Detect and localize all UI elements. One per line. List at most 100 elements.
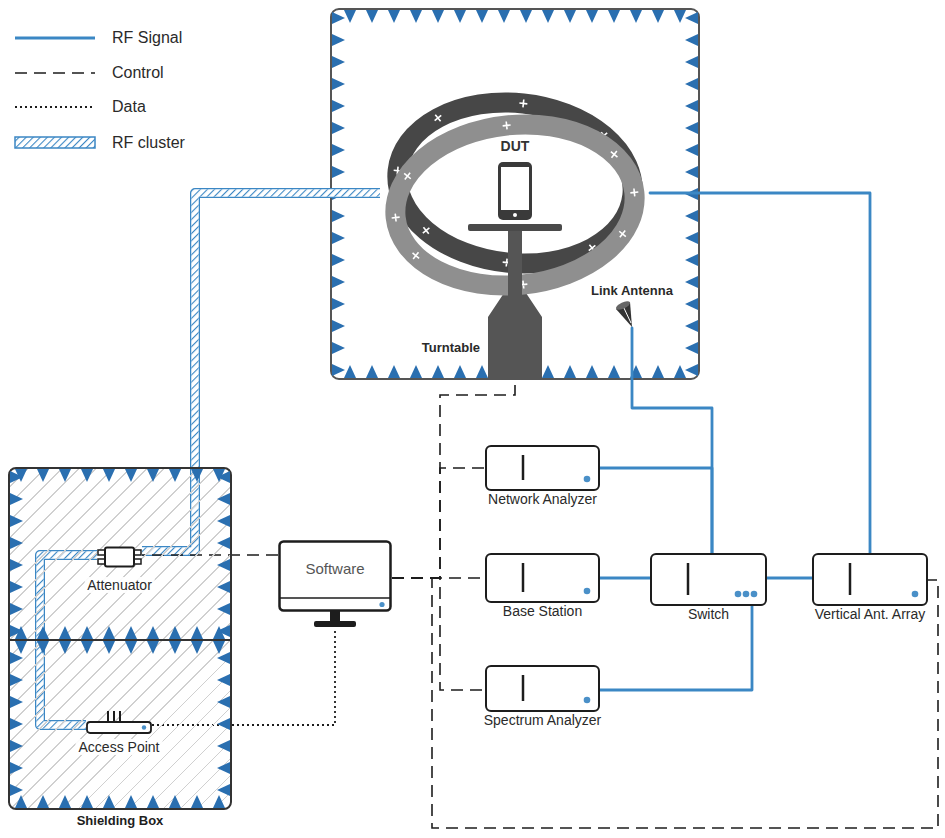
absorber-cone <box>125 795 137 808</box>
instrument-face <box>814 555 925 603</box>
absorber-cone <box>103 641 115 654</box>
absorber-cone <box>332 100 345 112</box>
display-slot <box>687 563 690 595</box>
dut-positioner: DUT <box>380 88 650 300</box>
node-label: Network Analyzer <box>488 491 597 507</box>
absorber-cone <box>10 537 23 549</box>
label-holder: RF cluster <box>112 133 185 153</box>
absorber-cone <box>685 298 698 310</box>
absorber-cone <box>564 10 576 23</box>
absorber-cone <box>10 603 23 615</box>
absorber-cone <box>147 641 159 654</box>
absorber-cone <box>15 626 27 639</box>
absorber-cone <box>332 276 345 288</box>
status-led <box>751 591 758 598</box>
label-holder: Spectrum Analyzer <box>481 712 605 728</box>
cluster-sample <box>15 137 95 148</box>
status-led <box>584 476 591 483</box>
router-antenna <box>113 711 115 722</box>
absorber-cone <box>217 762 230 774</box>
absorber-cone <box>10 471 23 483</box>
box-caption: Shielding Box <box>77 813 164 828</box>
absorber-cone <box>332 254 345 266</box>
absorber-cone <box>685 56 698 68</box>
absorber-cone <box>542 365 554 378</box>
absorber-cone <box>217 537 230 549</box>
rf-line <box>600 468 712 553</box>
instrument-face <box>487 667 597 709</box>
control-connector <box>392 468 485 578</box>
absorber-cone <box>169 795 181 808</box>
absorber-cone <box>332 166 345 178</box>
display-slot <box>522 455 525 480</box>
control-connector <box>392 578 485 690</box>
absorber-cone <box>685 210 698 222</box>
rf-connector <box>650 193 870 553</box>
absorber-cone <box>332 122 345 134</box>
rf-line <box>600 577 650 580</box>
absorber-cone <box>59 469 71 482</box>
absorber-cone <box>476 10 488 23</box>
absorber-cone <box>332 144 345 156</box>
node-label: Spectrum Analyzer <box>484 712 602 728</box>
absorber-cone <box>217 674 230 686</box>
label-holder: Software <box>278 560 392 577</box>
absorber-cone <box>37 795 49 808</box>
absorber-cone <box>147 469 159 482</box>
data-sample <box>15 106 95 108</box>
absorber-cone <box>432 365 444 378</box>
label-holder: Shielding Box <box>77 813 164 828</box>
absorber-cone <box>147 626 159 639</box>
absorber-cone <box>685 320 698 332</box>
rf-connector <box>767 578 812 579</box>
absorber-cone <box>652 365 664 378</box>
absorber-cone <box>217 603 230 615</box>
absorber-cone <box>685 232 698 244</box>
absorber-cone <box>520 10 532 23</box>
absorber-cone <box>685 144 698 156</box>
absorber-cone <box>332 12 345 24</box>
absorber-cone <box>10 515 23 527</box>
absorber-cone <box>59 641 71 654</box>
absorber-cone <box>191 795 203 808</box>
absorber-cone <box>332 298 345 310</box>
absorber-cone <box>125 626 137 639</box>
absorber-cone <box>674 10 686 23</box>
absorber-cone <box>344 10 356 23</box>
absorber-cone <box>388 365 400 378</box>
absorber-cone <box>169 469 181 482</box>
label-holder: DUT <box>380 138 650 154</box>
absorber-cone <box>217 471 230 483</box>
absorber-cone <box>125 641 137 654</box>
absorber-cone <box>332 364 345 376</box>
absorber-cone <box>191 641 203 654</box>
absorber-cone <box>608 10 620 23</box>
rf-connector <box>632 328 712 553</box>
power-led <box>379 602 384 607</box>
absorber-cone <box>10 740 23 752</box>
phone-button <box>513 213 517 217</box>
table-stem <box>508 231 522 300</box>
phone-screen <box>501 167 529 210</box>
absorber-cone <box>217 559 230 571</box>
absorber-cone <box>169 626 181 639</box>
absorber-cone <box>217 652 230 664</box>
node-label: Access Point <box>79 739 160 755</box>
absorber-cone <box>332 56 345 68</box>
absorber-cone <box>586 10 598 23</box>
router-symbol <box>86 710 152 734</box>
node-label: Turntable <box>422 340 480 355</box>
legend-text: Data <box>112 97 146 117</box>
absorber-cone <box>169 641 181 654</box>
label-holder: RF Signal <box>112 28 182 48</box>
shielding-box: Shielding BoxAttenuatorAccess Point <box>8 467 232 810</box>
absorber-cone <box>410 10 422 23</box>
status-led <box>912 591 919 598</box>
absorber-cone <box>10 784 23 796</box>
absorber-cone <box>454 365 466 378</box>
label-holder: Network Analyzer <box>485 491 600 507</box>
node-label: Base Station <box>503 603 582 619</box>
absorber-cone <box>630 10 642 23</box>
absorber-cone <box>59 795 71 808</box>
legend-text: Control <box>112 63 164 83</box>
